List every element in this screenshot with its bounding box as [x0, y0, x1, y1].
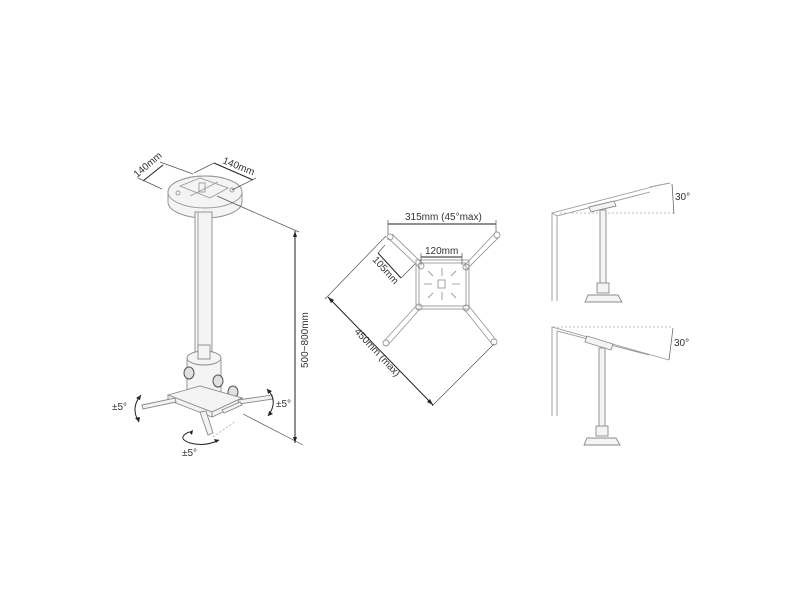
inner-width-dimension	[420, 253, 463, 265]
tilt-right-arrow	[266, 388, 274, 417]
height-dimension	[216, 195, 304, 446]
tilt-up-angle-label: 30°	[675, 192, 690, 203]
ceiling-tilt-down-view: 30°	[551, 326, 689, 446]
inner-width-label: 120mm	[425, 246, 458, 257]
extension-pole	[194, 211, 213, 353]
tilt-left-arrow	[134, 394, 142, 423]
angle-dimension-down	[668, 327, 674, 361]
ceiling-tilt-up-view: 30°	[551, 182, 690, 303]
base-depth-dimension	[193, 162, 257, 191]
ceiling-plate-side	[588, 200, 617, 213]
arm-span-dimension	[387, 220, 497, 234]
sloped-ceiling	[551, 326, 670, 416]
plate-slots	[424, 268, 460, 300]
height-range-label: 500~800mm	[300, 312, 311, 368]
base-depth-label: 140mm	[221, 156, 256, 179]
tilt-down-angle-label: 30°	[674, 338, 689, 349]
adjust-knobs	[183, 366, 239, 399]
tilt-right-label: ±5°	[276, 399, 291, 410]
diagonal-label: 450mm (max)	[352, 327, 402, 380]
base-width-label: 140mm	[132, 150, 165, 180]
tilt-left-label: ±5°	[112, 402, 127, 413]
bracket-square-plate	[415, 259, 470, 310]
mount-3d-view: ±5° ±5° ±5° 140mm 140mm	[112, 150, 311, 459]
projector-bracket-side	[583, 437, 621, 446]
ceiling-plate-side	[584, 335, 614, 351]
arm-span-label: 315mm (45°max)	[405, 212, 482, 223]
swivel-arrow	[182, 430, 220, 445]
bracket-arms-top	[382, 231, 501, 347]
angle-dimension-up	[671, 183, 675, 215]
bracket-arms	[141, 394, 274, 436]
swivel-label: ±5°	[182, 448, 197, 459]
base-width-dimension	[137, 161, 194, 190]
arm-offset-dimension	[377, 244, 416, 279]
swivel-guide-line	[212, 420, 237, 438]
arm-offset-label: 105mm	[370, 255, 400, 287]
bracket-top-view: 315mm (45°max) 120mm 105mm 450mm (max)	[324, 212, 501, 407]
diagonal-dimension	[324, 235, 495, 407]
pole-side	[599, 209, 607, 286]
projector-bracket-side	[584, 294, 623, 303]
pole-side	[598, 347, 606, 429]
